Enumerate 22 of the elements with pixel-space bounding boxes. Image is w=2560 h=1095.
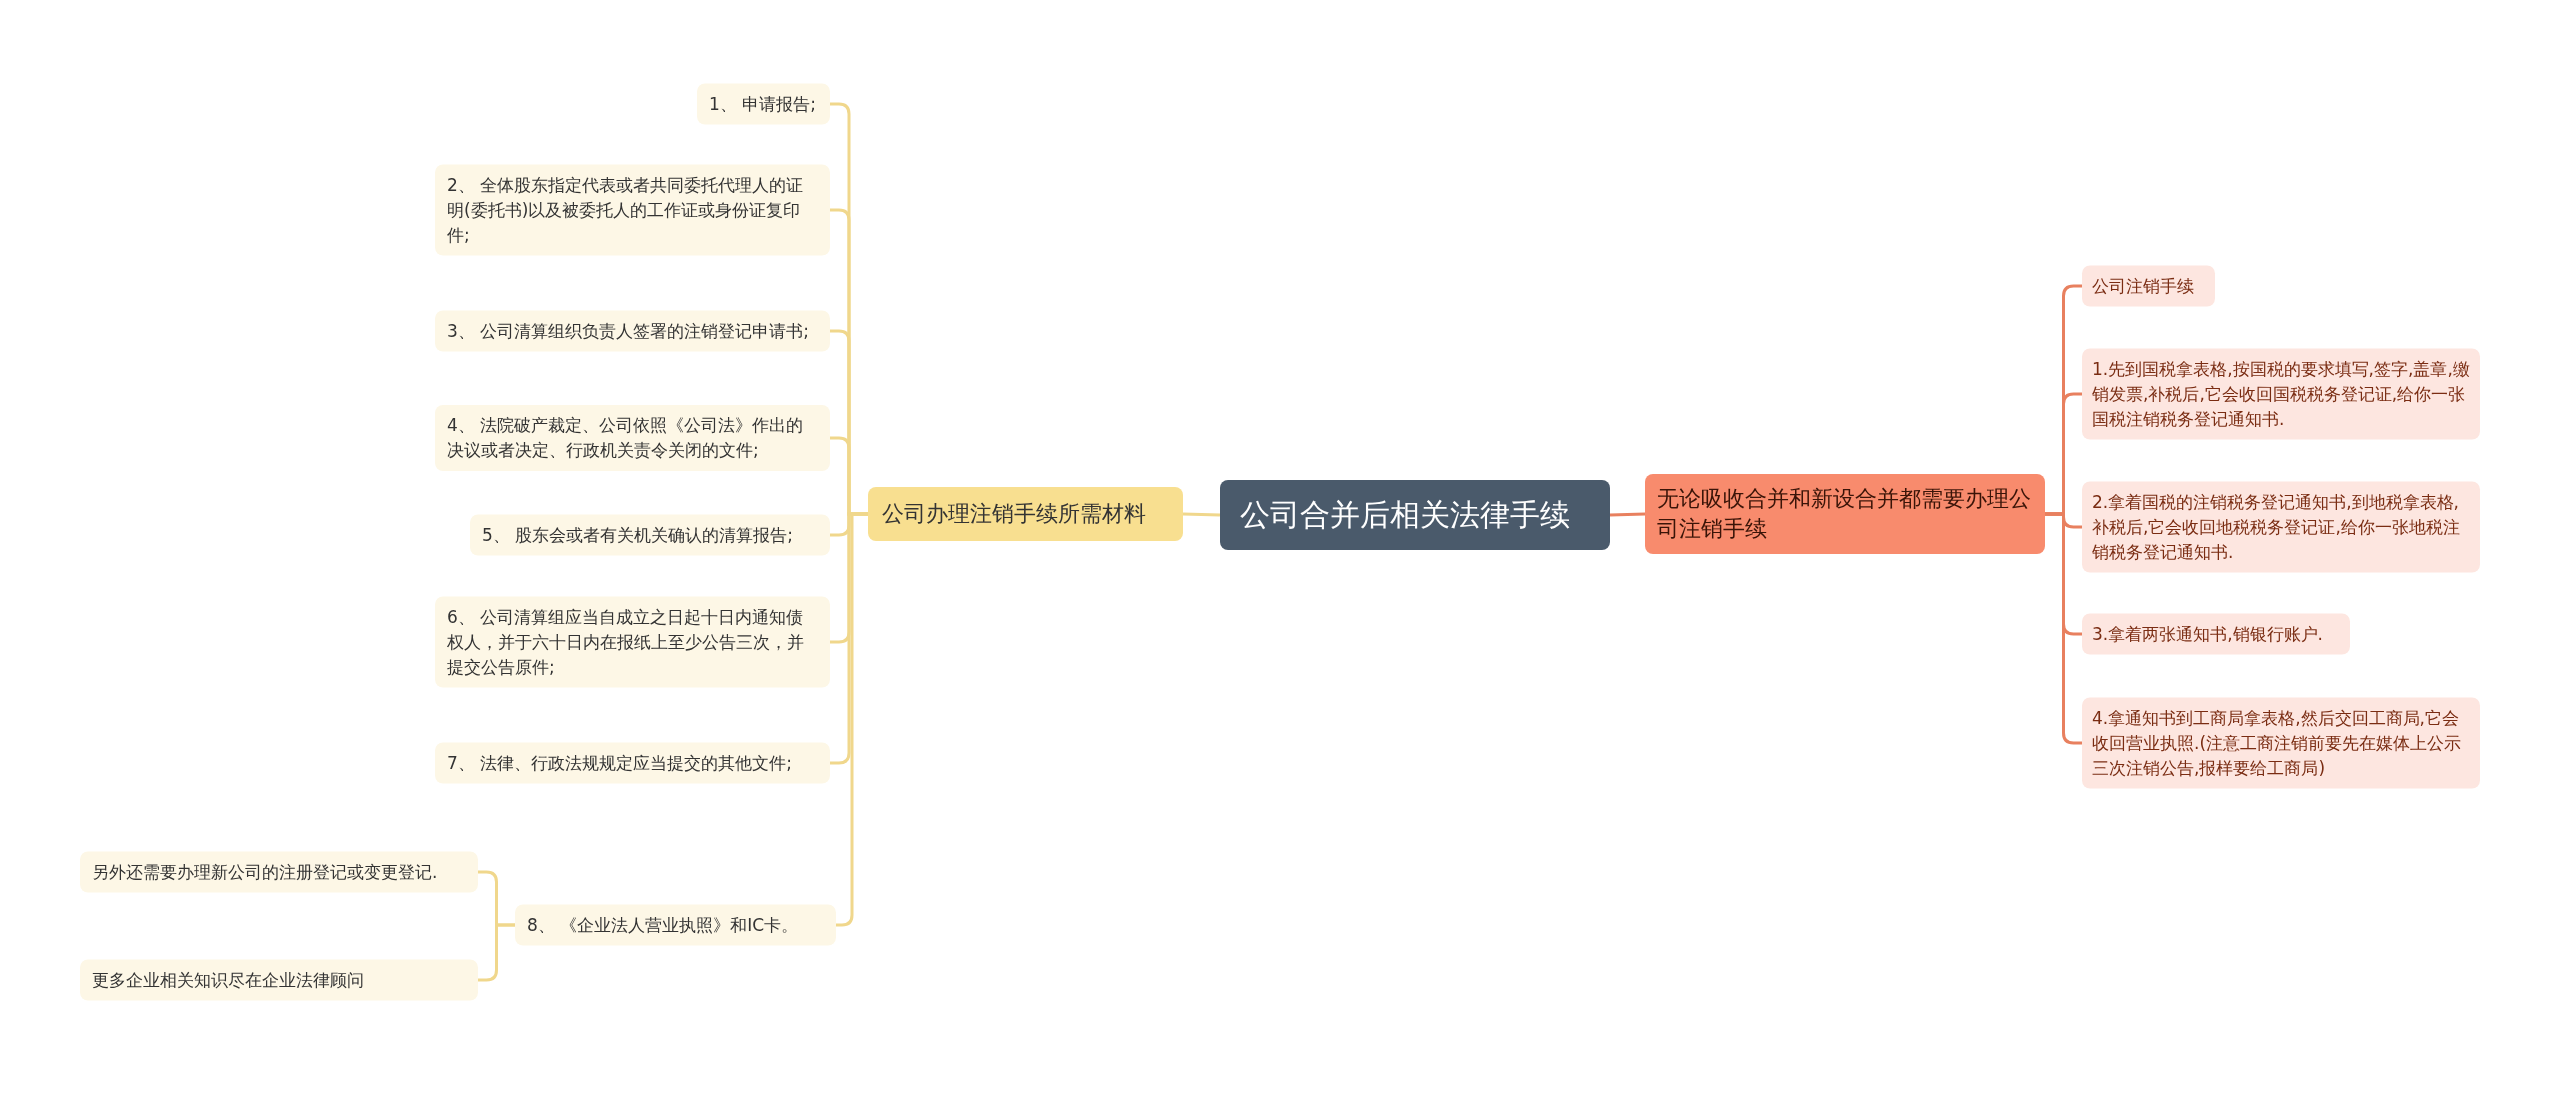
- connector-line: [1609, 512, 1646, 517]
- subtopic-box: 2.拿着国税的注销税务登记通知书,到地税拿表格,补税后,它会收回地税税务登记证,给你一张地税注销税务登记通知书.: [2082, 481, 2480, 573]
- subtopic-box: 6、 公司清算组应当自成立之日起十日内通知债权人，并于六十日内在报纸上至少公告三次，并提交公告原件;: [435, 596, 830, 688]
- central-topic-box: 公司合并后相关法律手续: [1220, 480, 1610, 550]
- subtopic-box: 1、 申请报告;: [697, 83, 830, 125]
- connector-line: [1182, 512, 1221, 517]
- subtopic-box: 3、 公司清算组织负责人签署的注销登记申请书;: [435, 310, 830, 352]
- subtopic-box: 5、 股东会或者有关机关确认的清算报告;: [470, 514, 830, 556]
- subtopic-box: 1.先到国税拿表格,按国税的要求填写,签字,盖章,缴销发票,补税后,它会收回国税税务登记证,给你一张国税注销税务登记通知书.: [2082, 348, 2480, 440]
- subtopic-box: 4、 法院破产裁定、公司依照《公司法》作出的决议或者决定、行政机关责令关闭的文件;: [435, 405, 830, 471]
- subtopic-box: 另外还需要办理新公司的注册登记或变更登记.: [80, 851, 478, 893]
- subtopic-box: 8、 《企业法人营业执照》和IC卡。: [515, 904, 836, 946]
- subtopic-box: 更多企业相关知识尽在企业法律顾问: [80, 959, 478, 1001]
- connector-line: [478, 923, 515, 982]
- subtopic-box: 2、 全体股东指定代表或者共同委托代理人的证明(委托书)以及被委托人的工作证或身份证复印件;: [435, 164, 830, 256]
- subtopic-box: 公司注销手续: [2082, 265, 2215, 307]
- branch-topic-box: 公司办理注销手续所需材料: [868, 487, 1183, 541]
- branch-topic-box: 无论吸收合并和新设合并都需要办理公司注销手续: [1645, 474, 2045, 554]
- subtopic-box: 3.拿着两张通知书,销银行账户.: [2082, 613, 2350, 655]
- subtopic-box: 4.拿通知书到工商局拿表格,然后交回工商局,它会收回营业执照.(注意工商注销前要先在媒体上公示三次注销公告,报样要给工商局): [2082, 697, 2480, 789]
- connector-line: [2045, 512, 2082, 745]
- subtopic-box: 7、 法律、行政法规规定应当提交的其他文件;: [435, 742, 830, 784]
